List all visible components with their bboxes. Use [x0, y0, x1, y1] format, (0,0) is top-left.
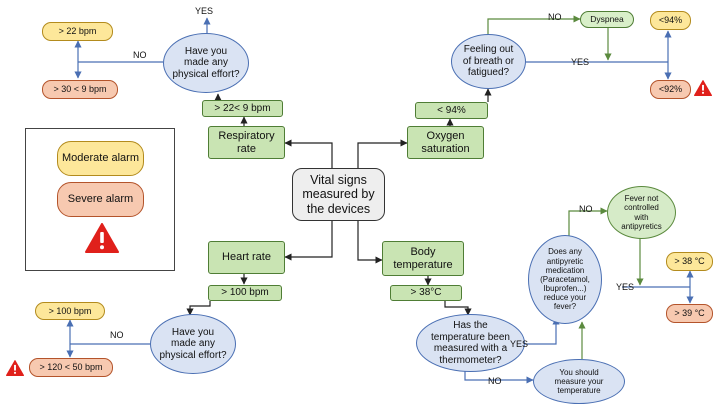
legend-moderate: Moderate alarm [57, 141, 144, 176]
legend-box: Moderate alarm Severe alarm [25, 128, 175, 271]
hr-no-label: NO [110, 330, 124, 340]
edge-center-heart [284, 221, 333, 261]
oxygen-saturation-node: Oxygen saturation [407, 126, 484, 159]
rr-severe-alarm: > 30 < 9 bpm [42, 80, 118, 99]
temp-severe-alarm: > 39 °C [666, 304, 713, 323]
temp-moderate-alarm: > 38 °C [666, 252, 713, 271]
hr-moderate-alarm: > 100 bpm [35, 302, 105, 320]
hr-threshold: > 100 bpm [208, 285, 282, 301]
heart-rate-node: Heart rate [208, 241, 285, 274]
edge-hrthr-question [186, 301, 211, 316]
respiratory-rate-node: Respiratory rate [208, 126, 285, 159]
ox-severe-alarm: <92% [650, 80, 691, 99]
hr-severe-warning-icon [6, 360, 24, 376]
legend-severe: Severe alarm [57, 182, 144, 217]
measure-temperature-node: You should measure your temperature [533, 359, 625, 404]
edge-center-respiratory [284, 139, 333, 168]
edge-center-temp [357, 221, 383, 264]
edge-med-no [568, 207, 608, 236]
ox-yes-label: YES [571, 57, 590, 67]
rr-threshold: > 22< 9 bpm [202, 100, 283, 117]
edge-ox-no [487, 15, 581, 36]
edge-temp-no [464, 371, 534, 384]
warning-icon [85, 223, 119, 253]
fever-not-controlled-node: Fever not controlled with antipyretics [607, 186, 676, 239]
ox-threshold: < 94% [415, 102, 488, 119]
med-yes-label: YES [616, 282, 635, 292]
temp-question: Has the temperature been measured with a… [416, 314, 525, 372]
ox-no-label: NO [548, 12, 562, 22]
temp-yes-label: YES [510, 339, 529, 349]
hr-severe-alarm: > 120 < 50 bpm [29, 358, 113, 377]
temp-threshold: > 38°C [390, 285, 462, 301]
med-no-label: NO [579, 204, 593, 214]
ox-moderate-alarm: <94% [650, 11, 691, 30]
med-question: Does any antipyretic medication (Paracet… [528, 235, 602, 324]
rr-moderate-alarm: > 22 bpm [42, 22, 113, 41]
edge-temp-yes [525, 317, 560, 345]
edge-center-oxygen [357, 139, 408, 168]
ox-severe-warning-icon [694, 80, 712, 96]
body-temperature-node: Body temperature [382, 241, 464, 276]
rr-question: Have you made any physical effort? [163, 33, 249, 93]
hr-question: Have you made any physical effort? [150, 314, 236, 374]
edge-tempthr-question [444, 301, 472, 316]
rr-no-label: NO [133, 50, 147, 60]
ox-question: Feeling out of breath or fatigued? [451, 34, 526, 89]
rr-yes-label: YES [195, 6, 214, 16]
temp-no-label: NO [488, 376, 502, 386]
center-node: Vital signs measured by the devices [292, 168, 385, 221]
dyspnea-node: Dyspnea [580, 11, 634, 28]
